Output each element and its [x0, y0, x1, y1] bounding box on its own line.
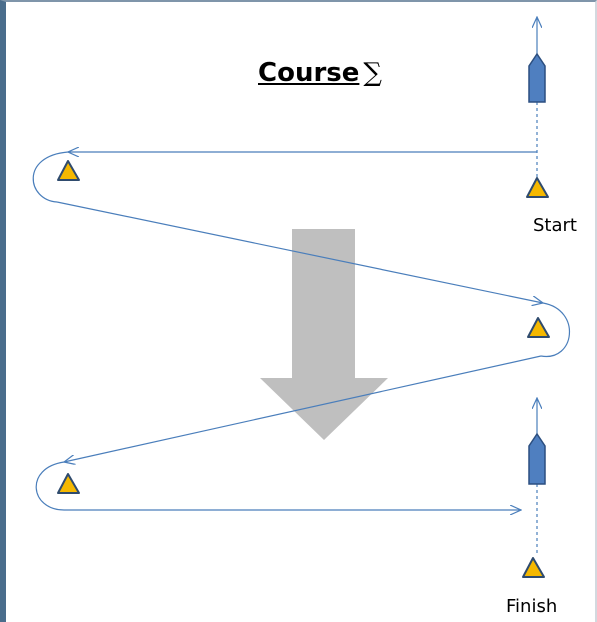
course-rounding-3: [35, 461, 65, 511]
boat-icon: [528, 432, 546, 485]
course-rounding-2: [540, 302, 570, 357]
boat-icon: [528, 52, 546, 103]
start-label: Start: [533, 215, 577, 236]
course-leg-2: [56, 201, 543, 303]
start-mark-triangle-buoy-icon: [526, 177, 549, 198]
finish-label: Finish: [506, 596, 558, 617]
mark-1-triangle-buoy-icon: [57, 160, 80, 181]
mark-2-triangle-buoy-icon: [527, 317, 550, 338]
course-line: [32, 151, 570, 511]
course-rounding-1: [32, 151, 69, 203]
down-arrow-icon: [260, 229, 388, 440]
sigma-symbol: ∑: [363, 58, 382, 88]
finish-mark-triangle-buoy-icon: [522, 557, 545, 578]
diagram-title: Course∑: [258, 58, 382, 88]
course-leg-3: [64, 355, 542, 462]
mark-3-triangle-buoy-icon: [57, 473, 80, 494]
